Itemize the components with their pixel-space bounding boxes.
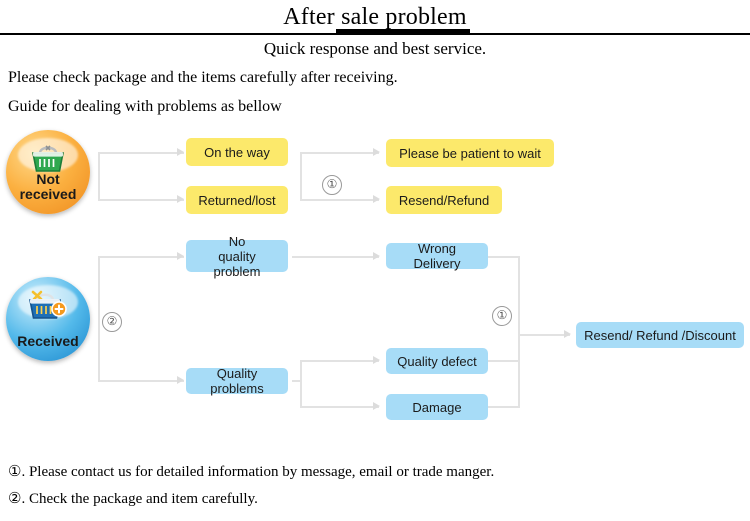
box-no-quality-problem-line2: quality problem xyxy=(213,248,261,279)
edge-quality-problems-to-damage xyxy=(300,406,379,408)
page-subtitle: Quick response and best service. xyxy=(263,39,487,58)
page-title: After sale problem xyxy=(283,4,467,30)
arrow-head xyxy=(373,195,380,203)
title-underline xyxy=(336,29,470,33)
box-returned-lost[interactable]: Returned/lost xyxy=(186,186,288,214)
marker-row-a: ① xyxy=(322,175,342,195)
edge-returned-lost-to-resend-refund xyxy=(300,199,379,201)
node-not-received[interactable]: Not received xyxy=(6,130,90,214)
edge-received-to-quality-problems xyxy=(98,380,184,382)
edge-quality-defect-merge xyxy=(488,360,520,362)
edge-damage-merge xyxy=(488,406,520,408)
edge-quality-problems-split-vertical xyxy=(300,360,302,407)
box-on-the-way[interactable]: On the way xyxy=(186,138,288,166)
edge-not-received-to-returned-lost xyxy=(98,199,184,201)
arrow-head xyxy=(177,195,184,203)
edge-quality-problems-to-quality-defect xyxy=(300,360,379,362)
box-damage[interactable]: Damage xyxy=(386,394,488,420)
box-quality-defect[interactable]: Quality defect xyxy=(386,348,488,374)
arrow-head xyxy=(373,402,380,410)
arrow-head xyxy=(564,330,571,338)
arrow-head xyxy=(177,148,184,156)
node-received[interactable]: Received xyxy=(6,277,90,361)
header-divider xyxy=(0,33,750,35)
box-resend-refund-discount[interactable]: Resend/ Refund /Discount xyxy=(576,322,744,348)
node-received-label: Received xyxy=(17,333,79,349)
arrow-head xyxy=(373,148,380,156)
edge-right-merge-vertical xyxy=(518,256,520,408)
edge-not-received-to-on-the-way xyxy=(98,152,184,154)
arrow-head xyxy=(373,356,380,364)
edge-row-a-merge-vertical xyxy=(300,152,302,200)
edge-received-to-no-quality-problem xyxy=(98,256,184,258)
edge-not-received-split-vertical xyxy=(98,152,100,200)
edge-on-the-way-to-please-wait xyxy=(300,152,379,154)
intro-line-2: Guide for dealing with problems as bello… xyxy=(8,98,282,115)
edge-received-split-vertical xyxy=(98,256,100,381)
edge-merge-to-resend-refund-discount xyxy=(518,334,570,336)
marker-right-merge: ① xyxy=(492,306,512,326)
footnote-1: ①. Please contact us for detailed inform… xyxy=(8,464,495,480)
arrow-head xyxy=(177,376,184,384)
box-wrong-delivery[interactable]: Wrong Delivery xyxy=(386,241,488,271)
footnote-2: ②. Check the package and item carefully. xyxy=(8,491,258,507)
box-no-quality-problem-line1: No xyxy=(228,233,246,249)
arrow-head xyxy=(373,252,380,260)
box-please-be-patient-to-wait[interactable]: Please be patient to wait xyxy=(386,139,554,167)
edge-quality-problems-stub xyxy=(292,380,302,382)
edge-no-quality-problem-to-wrong-delivery xyxy=(292,256,379,258)
node-not-received-label: Not received xyxy=(19,171,77,202)
arrow-head xyxy=(177,252,184,260)
box-quality-problems[interactable]: Quality problems xyxy=(186,366,288,396)
box-no-quality-problem[interactable]: No quality problem xyxy=(186,234,288,279)
shopping-basket-icon xyxy=(6,138,90,180)
marker-row-b: ② xyxy=(102,312,122,332)
shopping-basket-plus-icon xyxy=(6,285,90,327)
box-resend-refund[interactable]: Resend/Refund xyxy=(386,186,502,214)
intro-line-1: Please check package and the items caref… xyxy=(8,69,398,86)
edge-wrong-delivery-merge xyxy=(488,256,520,258)
